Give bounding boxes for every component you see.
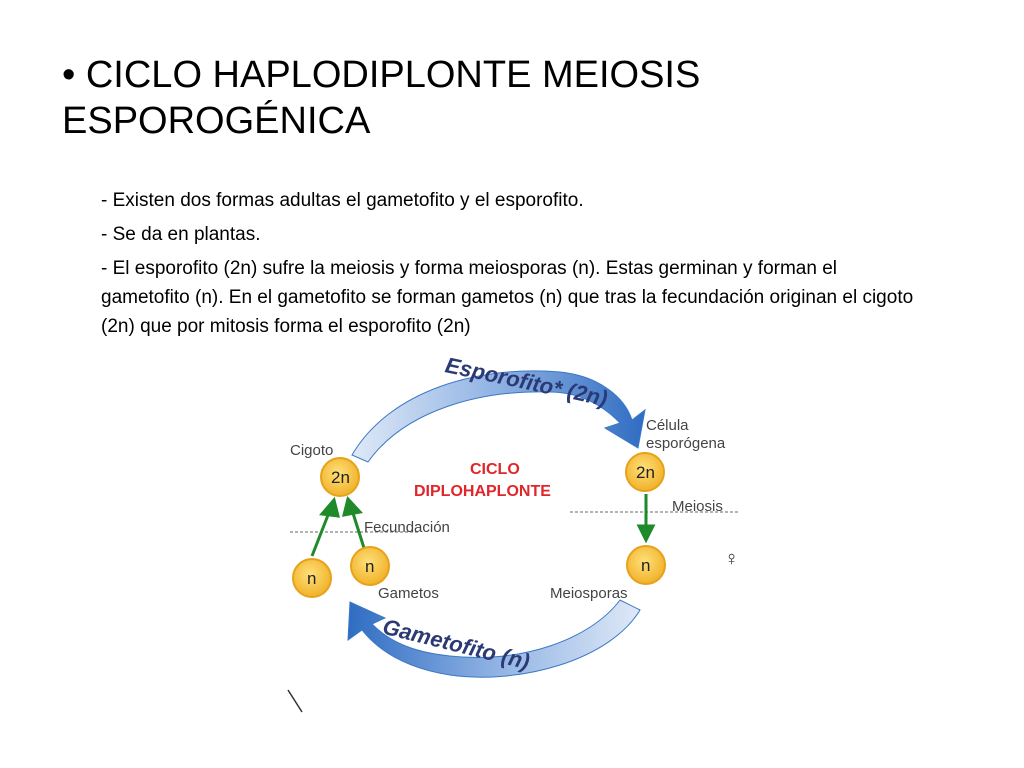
cell-spore-mother: 2n [625, 452, 665, 492]
cell-meiospore: n [626, 545, 666, 585]
bullet-item: - Existen dos formas adultas el gametofi… [101, 190, 584, 211]
gametophyte-arc [347, 599, 641, 678]
label-gametos: Gametos [378, 585, 439, 602]
bullet-item: - Se da en plantas. [101, 224, 261, 245]
cell-label: 2n [331, 468, 350, 487]
cell-label: n [365, 557, 374, 576]
cell-cigoto: 2n [320, 457, 360, 497]
diagram-center-title-line1: CICLO [470, 461, 520, 478]
scan-artifact [287, 689, 303, 713]
sporophyte-arc-label: Esporofito* (2n) [443, 352, 610, 411]
sporophyte-arc [351, 370, 646, 463]
bullet-list: - Existen dos formas adultas el gametofi… [101, 186, 921, 341]
slide-title: • CICLO HAPLODIPLONTE MEIOSIS ESPOROGÉNI… [62, 54, 701, 142]
fertilization-arrows [310, 495, 366, 557]
cell-label: n [307, 569, 316, 588]
cell-gamete-left: n [292, 558, 332, 598]
cell-label: n [641, 556, 650, 575]
cell-gamete-right: n [350, 546, 390, 586]
bullet-item: - El esporofito (2n) sufre la meiosis y … [101, 258, 914, 337]
cell-label: 2n [636, 463, 655, 482]
label-meiosporas: Meiosporas [550, 585, 628, 602]
label-meiosis: Meiosis [672, 498, 723, 515]
label-cigoto: Cigoto [290, 442, 333, 459]
meiosis-arrow [636, 494, 656, 544]
label-celula-line2: esporógena [646, 435, 726, 452]
female-symbol-icon: ♀ [724, 548, 739, 570]
label-fecundacion: Fecundación [364, 519, 450, 536]
diagram-center-title-line2: DIPLOHAPLONTE [414, 483, 551, 500]
label-celula-line1: Célula [646, 417, 689, 434]
